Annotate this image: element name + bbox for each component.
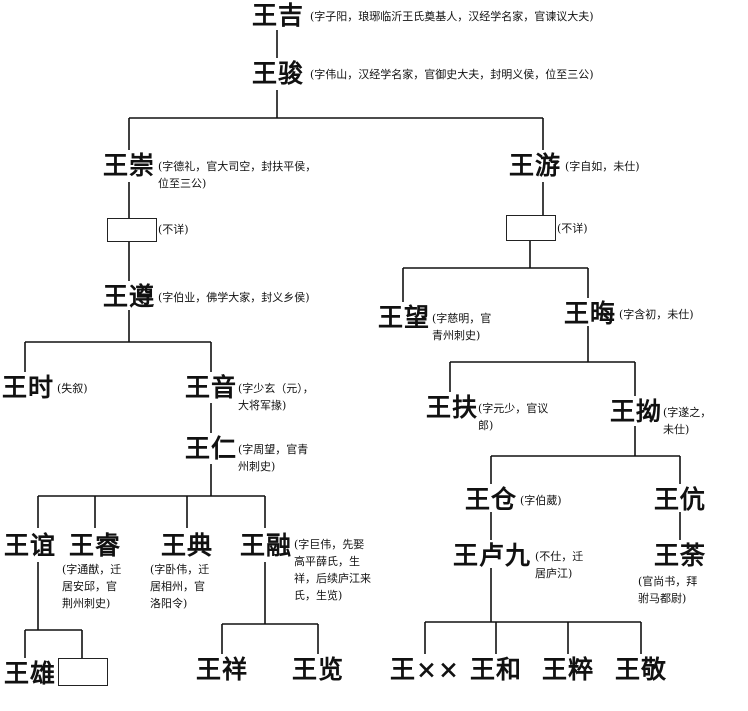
node-wang-fu-note-1: (字元少，官议 [478,402,549,415]
node-wang-wang-name: 王望 [378,303,431,332]
node-wang-rong-note-3: 祥，后续庐江来 [294,572,371,585]
node-wang-ao-note-1: (字遂之， [663,406,712,419]
node-wang-jing-name: 王敬 [615,655,668,684]
node-wang-fu-name: 王扶 [426,393,479,422]
node-wang-rong-name: 王融 [240,531,293,560]
node-wang-rong-note-1: (字巨伟，先娶 [294,538,365,551]
node-wang-tu-note-1: (官尚书，拜 [638,575,698,588]
node-wang-fu-note-2: 郎) [478,419,494,432]
node-wang-ren-note-2: 州刺史) [238,460,276,473]
node-wang-dian-name: 王典 [161,531,214,560]
node-wang-yi-name: 王谊 [4,531,57,560]
node-wang-rong-note-4: 氏，生览) [294,589,343,602]
node-wang-xiong-name: 王雄 [4,659,57,688]
node-wang-dian-note-2: 居相州，官 [150,580,205,593]
node-wang-cang-note: (字伯葳) [520,494,562,507]
unknown-left-note: (不详) [158,223,189,236]
node-wang-ji-name: 王吉 [252,1,305,30]
node-wang-lujiu-note-1: (不仕，迁 [535,550,584,563]
node-wang-wang-note-1: (字慈明，官 [432,312,492,325]
node-wang-dian-note-1: (字卧伟，迁 [150,563,210,576]
node-wang-you-note: (字自如，未仕) [565,160,640,173]
node-wang-ren-note-1: (字周望，官青 [238,443,309,456]
node-wang-tu-note-2: 驸马都尉) [638,592,687,605]
node-wang-ji-note: (字子阳，琅琊临沂王氏奠基人，汉经学名家，官谏议大夫) [310,10,594,23]
node-wang-hui-note: (字含初，未仕) [619,308,694,321]
node-wang-hui-name: 王晦 [564,299,617,328]
unknown-person-box-left [107,218,157,242]
node-wang-dian-note-3: 洛阳令) [150,597,188,610]
node-wang-shi-note: (失叙) [57,382,88,395]
node-wang-rui-note-3: 荆州刺史) [62,597,111,610]
node-wang-he-name: 王和 [470,655,523,684]
node-wang-zun-name: 王遵 [103,282,156,311]
node-wang-yin-name: 王音 [185,373,238,402]
unknown-right-note: (不详) [557,222,588,235]
node-wang-jun-note: (字伟山，汉经学名家，官御史大夫，封明义侯，位至三公) [310,68,594,81]
node-wang-zun-note: (字伯业，佛学大家，封义乡侯) [158,291,310,304]
node-wang-yin-note-1: (字少玄（元）， [238,382,314,395]
node-wang-ao-note-2: 未仕) [663,423,690,436]
node-wang-xiang-name: 王祥 [196,655,249,684]
node-wang-wang-note-2: 青州刺史) [432,329,481,342]
node-wang-yin-note-2: 大将军掾) [238,399,287,412]
node-wang-lan-name: 王览 [292,655,345,684]
node-wang-chong-note-1: (字德礼，官大司空，封扶平侯， [158,160,317,173]
unknown-person-box-right [506,215,556,241]
node-wang-tu-name: 王荼 [654,541,707,570]
node-wang-chong-note-2: 位至三公) [158,177,207,190]
unknown-person-box-bottom [58,658,108,686]
node-wang-rui-note-1: (字通猷，迁 [62,563,122,576]
node-wang-cang-name: 王仓 [465,485,518,514]
node-wang-you-name: 王游 [509,151,562,180]
node-wang-ren-name: 王仁 [185,434,238,463]
node-wang-rui-note-2: 居安邱，官 [62,580,117,593]
node-wang-lujiu-note-2: 居庐江) [535,567,573,580]
node-wang-cui-name: 王粹 [542,655,595,684]
node-wang-rong-note-2: 高平薛氏，生 [294,555,360,568]
node-wang-shi-name: 王时 [2,373,55,402]
node-wang-chong-name: 王崇 [103,151,156,180]
node-wang-lujiu-name: 王卢九 [453,541,532,570]
node-wang-ao-name: 王拗 [610,397,663,426]
node-wang-wan-name: 王伉 [654,485,707,514]
node-wang-rui-name: 王睿 [69,531,122,560]
node-wang-xx-name: 王×× [390,655,460,684]
node-wang-jun-name: 王骏 [252,59,305,88]
